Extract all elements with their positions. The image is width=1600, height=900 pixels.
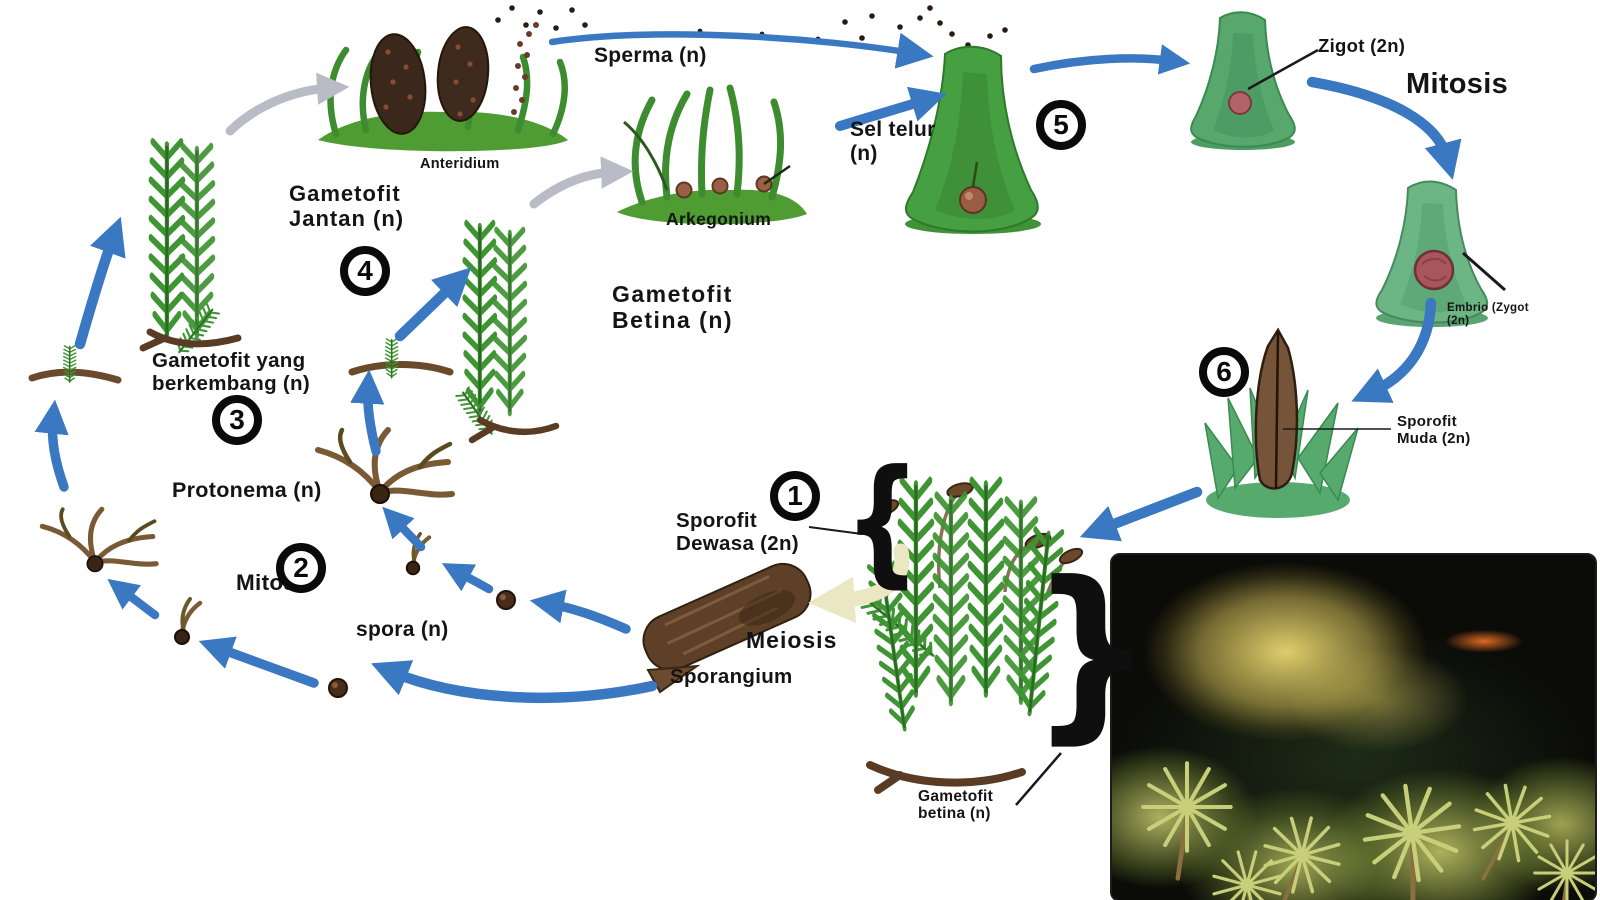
arrow-plant-to-archegonium bbox=[529, 156, 634, 209]
pointer-sporofit-dewasa bbox=[808, 526, 863, 535]
zygote-illustration bbox=[1190, 11, 1296, 150]
label-protonema: Protonema (n) bbox=[172, 478, 322, 502]
pointer-lines bbox=[808, 48, 1506, 806]
pointer-zigot bbox=[1247, 48, 1319, 91]
label-gametofit-betina: Gametofit Betina (n) bbox=[612, 281, 734, 333]
step-circle-5: 5 bbox=[1036, 100, 1086, 150]
young-sporophyte-illustration bbox=[1204, 327, 1359, 518]
label-sporofit-dewasa: Sporofit Dewasa (2n) bbox=[676, 509, 799, 555]
label-zigot: Zigot (2n) bbox=[1318, 35, 1406, 56]
step-circle-4: 4 bbox=[340, 246, 390, 296]
arrow-meiosis-cream bbox=[808, 543, 910, 624]
arrow-sperm bbox=[548, 31, 934, 69]
arrow-embryo-down bbox=[1351, 297, 1437, 403]
sporangium-illustration bbox=[642, 562, 812, 694]
arrow-twig-to-plant-center bbox=[394, 267, 472, 342]
embryo-illustration bbox=[1375, 180, 1489, 327]
spore-dots bbox=[328, 590, 516, 698]
label-sporofit-muda: Sporofit Muda (2n) bbox=[1397, 413, 1471, 447]
arrow-sporangium-to-spores bbox=[371, 660, 658, 704]
label-arkegonium: Arkegonium bbox=[666, 209, 772, 229]
arrow-spore-to-germ-center bbox=[441, 563, 494, 594]
label-gametofit-betina-small: Gametofit betina (n) bbox=[918, 788, 994, 823]
antheridium-illustration bbox=[318, 22, 568, 152]
female-gametophyte-clump-illustration bbox=[859, 481, 1084, 794]
arrow-fertilized-to-zygote bbox=[1029, 44, 1191, 75]
germinating-spore-left bbox=[175, 599, 200, 644]
label-gametofit-berkembang: Gametofit yang berkembang (n) bbox=[152, 349, 310, 395]
arrow-germ-to-protonema-center bbox=[382, 506, 426, 552]
label-mitosis-top: Mitosis bbox=[1406, 68, 1508, 100]
step-circle-3: 3 bbox=[212, 395, 262, 445]
pointer-gametofit-betina bbox=[1015, 752, 1062, 806]
arrow-to-spore-upper bbox=[529, 589, 631, 634]
label-spora: spora (n) bbox=[356, 618, 449, 641]
moss-spore-release-photo bbox=[1110, 553, 1597, 900]
archegonium-clump-illustration bbox=[617, 84, 807, 225]
arrow-twig-to-plant-left bbox=[74, 216, 126, 350]
label-meiosis: Meiosis bbox=[746, 627, 838, 653]
step-circle-6: 6 bbox=[1199, 347, 1249, 397]
arrow-plant-to-antheridium bbox=[225, 72, 350, 136]
protonema-large-illustration bbox=[318, 430, 452, 503]
gametophyte-plant-left-illustration bbox=[139, 142, 242, 359]
step-circle-1: 1 bbox=[770, 471, 820, 521]
label-sel-telur: Sel telur (n) bbox=[850, 118, 936, 165]
brace-left: { bbox=[844, 440, 921, 601]
arrow-sporophyte-to-moss bbox=[1079, 486, 1203, 542]
label-sporangium: Sporangium bbox=[670, 665, 793, 688]
protonema-small-illustration bbox=[42, 509, 156, 571]
arrow-germ-to-protonema-left bbox=[107, 578, 160, 620]
gametophyte-plant-center-illustration bbox=[454, 223, 560, 444]
step-circle-2: 2 bbox=[276, 543, 326, 593]
arrow-protonema-to-twig-left bbox=[34, 399, 69, 492]
brace-right: } bbox=[1030, 542, 1154, 761]
label-embrio: Embrio (Zygot (2n) bbox=[1447, 302, 1529, 327]
arrow-egg-to-fertilization bbox=[835, 86, 947, 131]
gray-arrows bbox=[225, 72, 634, 209]
label-anteridium: Anteridium bbox=[420, 156, 500, 172]
pointer-embrio bbox=[1462, 251, 1506, 292]
blue-arrows bbox=[34, 31, 1462, 704]
arrow-protonema-to-twig-center bbox=[350, 369, 385, 456]
label-gametofit-jantan: Gametofit Jantan (n) bbox=[289, 181, 405, 231]
arrow-mitosis-zygote bbox=[1306, 76, 1462, 180]
archegonium-egg-illustration bbox=[905, 45, 1041, 234]
label-sperma: Sperma (n) bbox=[594, 44, 707, 67]
arrow-spore-to-germ-left bbox=[198, 636, 319, 688]
young-gametophyte-twig-left bbox=[28, 345, 122, 384]
young-gametophyte-twig-center bbox=[348, 338, 454, 379]
